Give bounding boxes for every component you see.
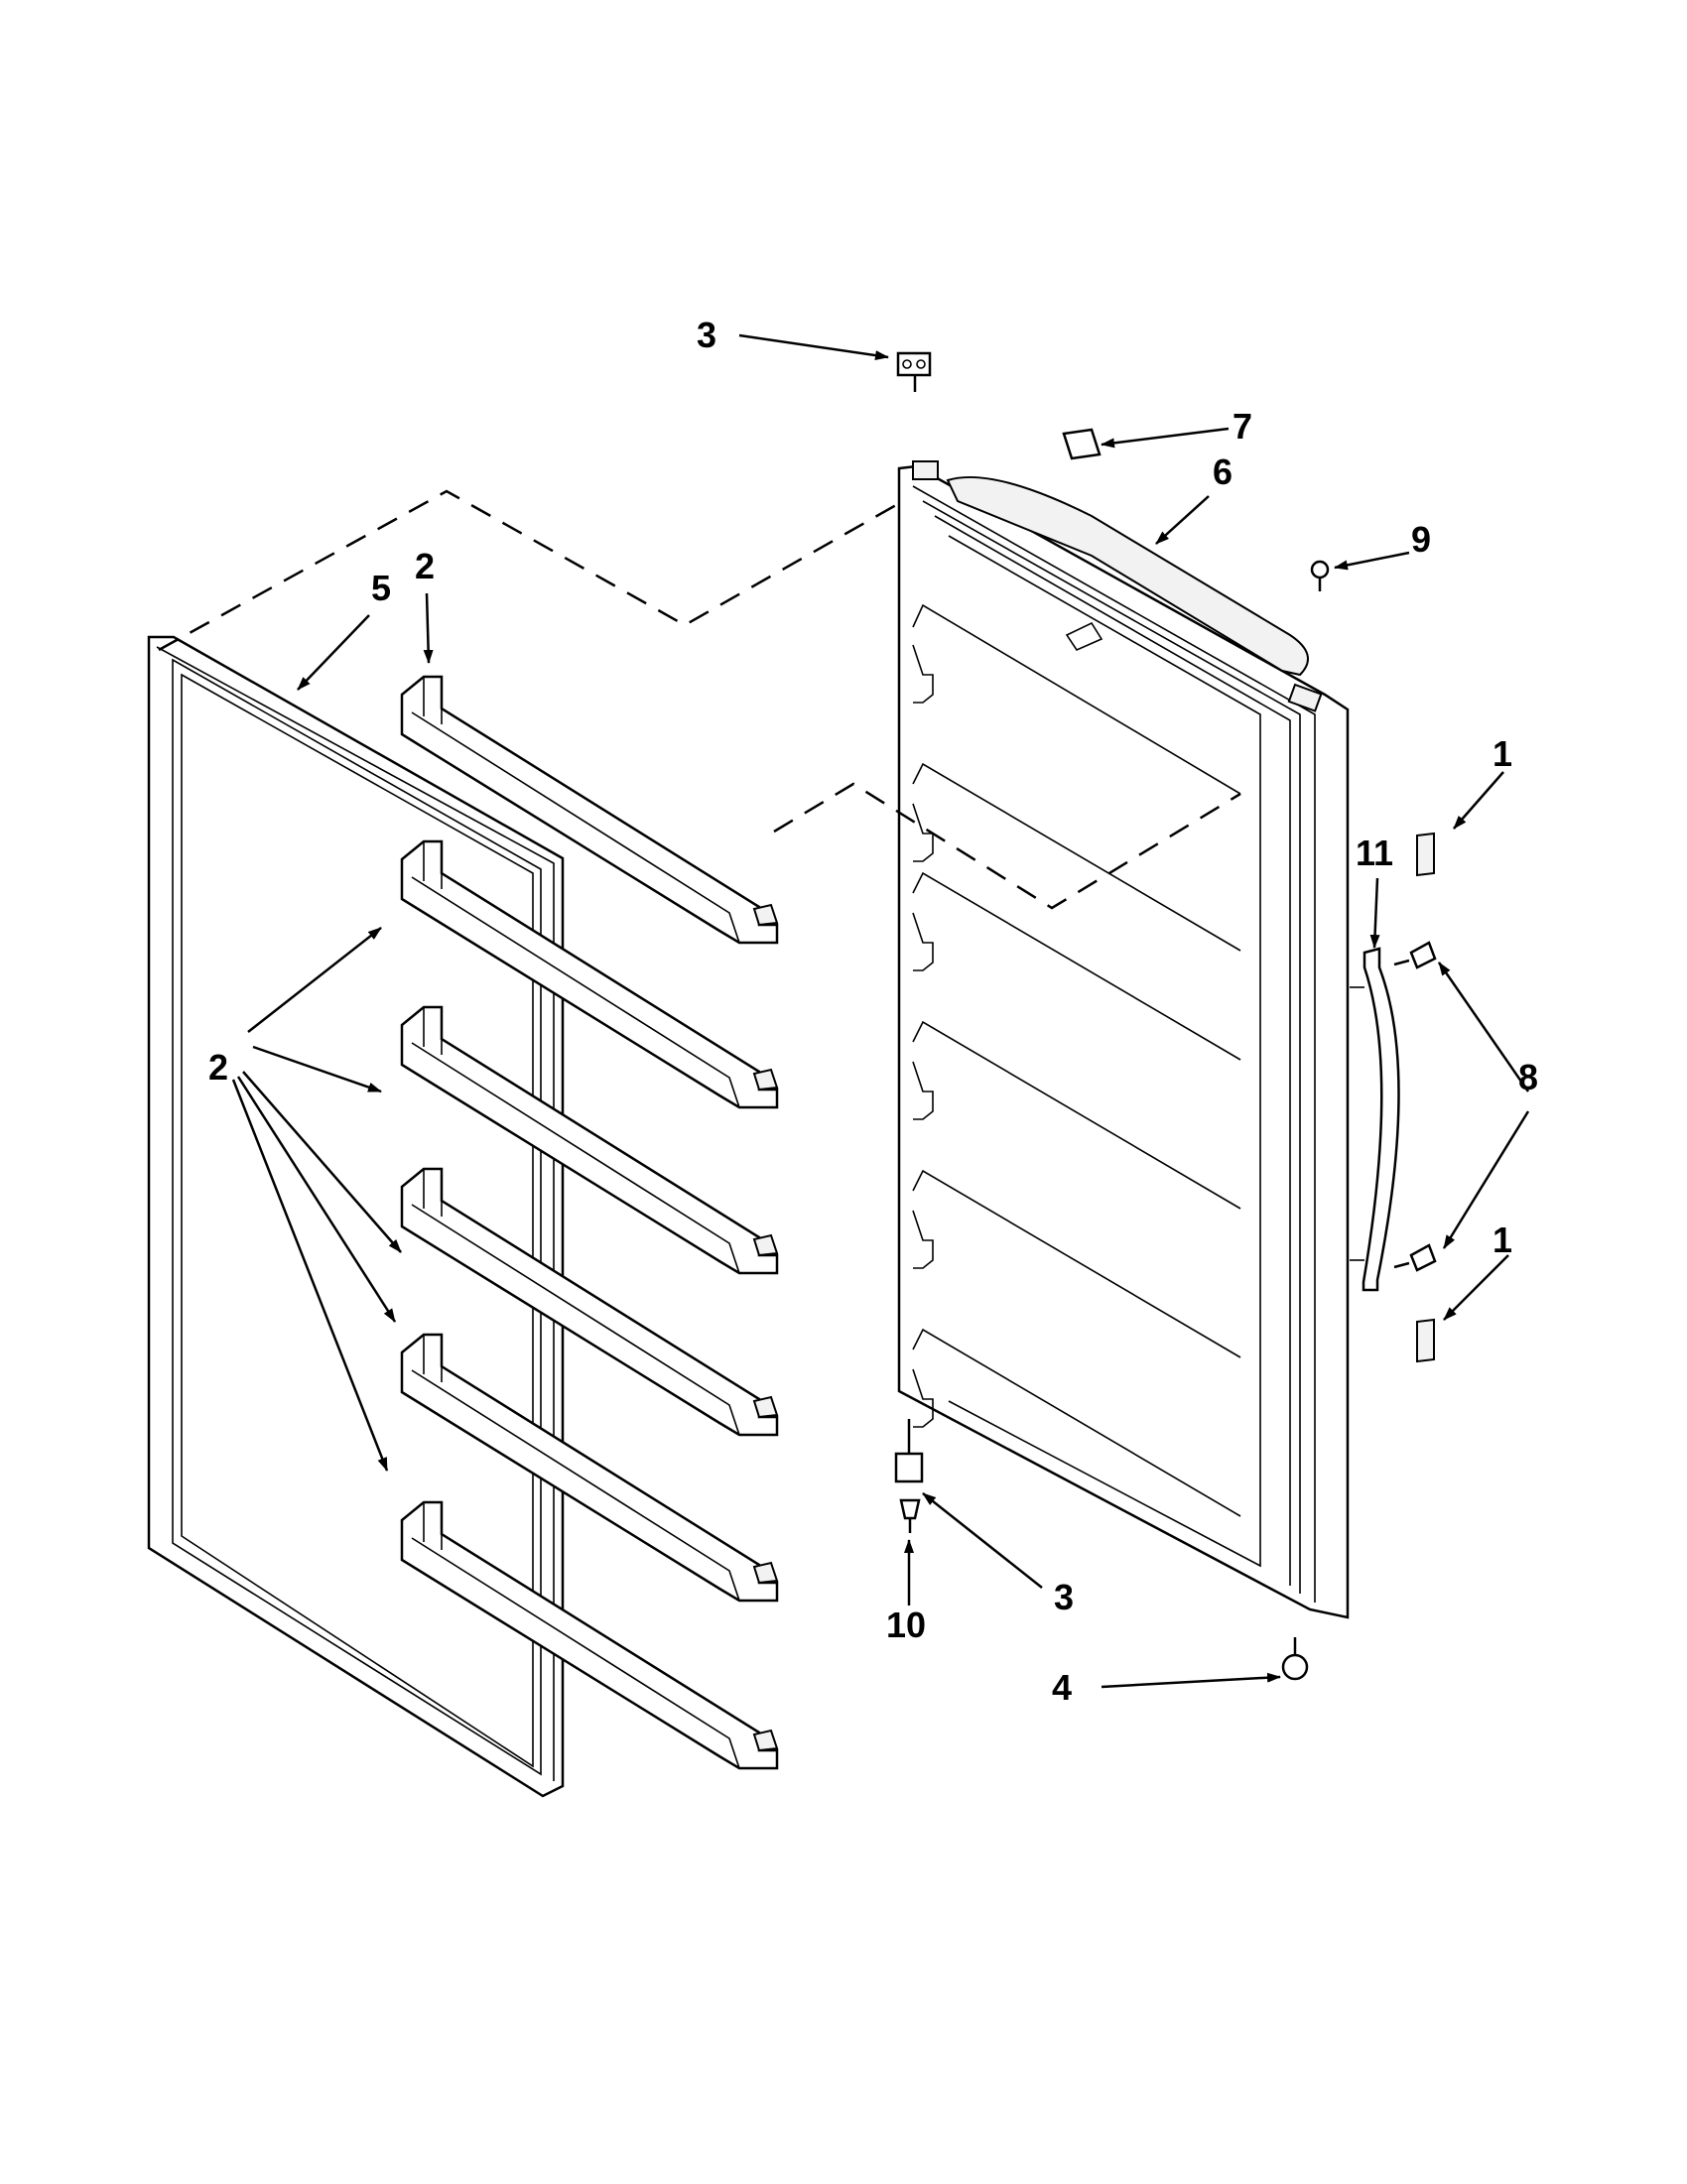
callout-2-top: 2 — [415, 546, 435, 586]
screw-part-8-bottom — [1393, 1243, 1437, 1272]
callout-2-left: 2 — [208, 1047, 228, 1088]
handle-cap-top — [1416, 832, 1435, 877]
callout-11: 11 — [1356, 833, 1393, 873]
screw-part-8-top — [1393, 941, 1437, 969]
callout-9: 9 — [1411, 519, 1431, 560]
callout-4: 4 — [1052, 1667, 1072, 1708]
callout-3-bottom: 3 — [1054, 1577, 1074, 1617]
callout-3-top: 3 — [697, 315, 716, 355]
callout-1-top: 1 — [1492, 733, 1512, 774]
callout-10: 10 — [886, 1605, 926, 1645]
screw-part-9 — [1310, 560, 1330, 591]
alignment-lines — [158, 489, 1241, 910]
door-shelf-rails — [912, 603, 1241, 1517]
top-hinge — [896, 351, 932, 392]
bottom-hinge — [894, 1419, 924, 1483]
screw-part-10 — [899, 1498, 921, 1533]
door-handle — [1350, 947, 1400, 1292]
callout-6: 6 — [1213, 451, 1233, 492]
door-assembly — [897, 460, 1350, 1619]
callout-5: 5 — [371, 568, 391, 608]
leader-lines — [231, 333, 1530, 1689]
callout-8: 8 — [1518, 1057, 1538, 1097]
handle-cap-bottom — [1416, 1318, 1435, 1363]
label-part — [1062, 428, 1102, 460]
hinge-cap-part-4 — [1281, 1637, 1309, 1681]
callout-1-bottom: 1 — [1492, 1220, 1512, 1260]
callout-7: 7 — [1233, 406, 1252, 447]
callout-labels: 3 7 6 9 2 5 1 11 2 8 1 10 3 4 — [208, 315, 1538, 1708]
